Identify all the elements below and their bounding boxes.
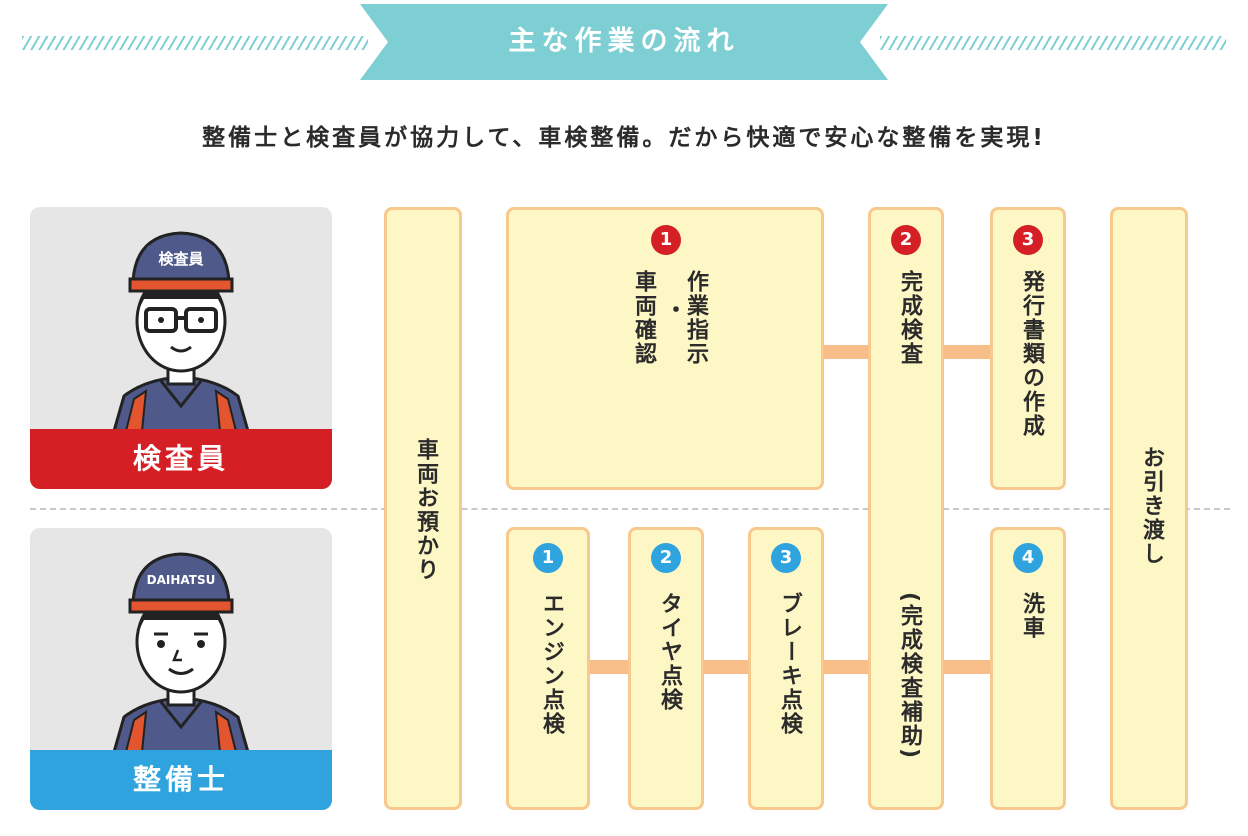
header-hatch-right <box>880 36 1226 50</box>
mechanic-step-3-label: ブレーキ点検 <box>777 592 802 736</box>
inspector-step-2: 2 完成検査 (完成検査補助) <box>868 207 944 810</box>
inspector-step-3: 3 発行書類の作成 <box>990 207 1066 490</box>
connector-mech-1-2 <box>588 660 630 674</box>
mechanic-step-1-number: 1 <box>533 543 563 573</box>
mechanic-step-4-number: 4 <box>1013 543 1043 573</box>
mechanic-step-4-label: 洗車 <box>1019 592 1044 640</box>
step-reception-label: 車両お預かり <box>413 438 438 582</box>
inspector-step-1-dot: ・ <box>661 298 686 322</box>
inspector-role-label: 検査員 <box>30 429 332 489</box>
inspector-card: 検査員 検査員 <box>30 207 332 489</box>
inspector-step-3-number: 3 <box>1013 225 1043 255</box>
inspector-step-1-number: 1 <box>651 225 681 255</box>
step-reception: 車両お預かり <box>384 207 462 810</box>
header-banner: 主な作業の流れ <box>360 4 888 80</box>
inspector-step-2-label: 完成検査 <box>897 270 922 366</box>
mechanic-cap-label: DAIHATSU <box>147 573 216 587</box>
mechanic-step-1: 1 エンジン点検 <box>506 527 590 810</box>
mechanic-card: DAIHATSU 整備士 <box>30 528 332 810</box>
inspector-cap-label: 検査員 <box>158 250 203 268</box>
mechanic-role-label: 整備士 <box>30 750 332 810</box>
inspector-step-1-line2: 車両確認 <box>631 270 656 366</box>
page-subtitle: 整備士と検査員が協力して、車検整備。だから快適で安心な整備を実現! <box>202 125 1046 151</box>
mechanic-step-3: 3 ブレーキ点検 <box>748 527 824 810</box>
mechanic-step-1-label: エンジン点検 <box>539 592 564 736</box>
page-title: 主な作業の流れ <box>508 26 740 57</box>
mechanic-step-4: 4 洗車 <box>990 527 1066 810</box>
inspector-step-1-line1: 作業指示 <box>683 270 708 366</box>
connector-inspect-2-3 <box>942 345 992 359</box>
mechanic-step-2: 2 タイヤ点検 <box>628 527 704 810</box>
inspector-step-3-label: 発行書類の作成 <box>1019 270 1044 438</box>
inspector-step-2-assist: (完成検査補助) <box>897 592 922 761</box>
mechanic-step-2-number: 2 <box>651 543 681 573</box>
banner-shape <box>360 4 888 80</box>
connector-mech-2-3 <box>702 660 752 674</box>
mechanic-step-3-number: 3 <box>771 543 801 573</box>
inspector-step-1: 1 作業指示 ・ 車両確認 <box>506 207 824 490</box>
mechanic-step-2-label: タイヤ点検 <box>657 592 682 712</box>
step-handover: お引き渡し <box>1110 207 1188 810</box>
inspector-step-2-number: 2 <box>891 225 921 255</box>
step-handover-label: お引き渡し <box>1139 446 1164 566</box>
header-hatch-left <box>22 36 368 50</box>
connector-inspect-1-2 <box>822 345 872 359</box>
connector-mech-3-check <box>822 660 872 674</box>
inspector-illustration: 検査員 <box>112 231 250 431</box>
role-divider <box>30 508 1230 510</box>
connector-check-wash <box>942 660 992 674</box>
mechanic-illustration: DAIHATSU <box>112 552 250 752</box>
